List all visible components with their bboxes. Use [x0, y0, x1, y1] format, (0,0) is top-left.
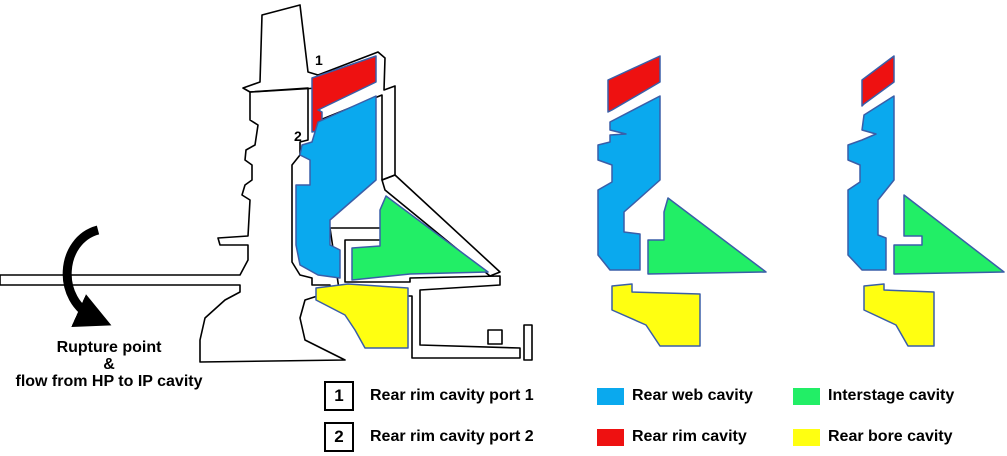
engine-cross-section [0, 4, 533, 363]
legend-web: Rear web cavity [597, 387, 753, 405]
port2-marker: 2 [294, 128, 302, 144]
middle-rim-cavity [607, 55, 661, 113]
left-bore-cavity [315, 283, 409, 349]
rupture-line-3: flow from HP to IP cavity [15, 373, 203, 390]
seal-post [523, 324, 533, 361]
turbine-blade [242, 4, 319, 93]
legend-port1: 1 Rear rim cavity port 1 [324, 381, 534, 411]
left-web-cavity [295, 95, 377, 279]
legend-bore: Rear bore cavity [793, 428, 953, 446]
rupture-caption: Rupture point & flow from HP to IP cavit… [0, 339, 218, 390]
legend-rim-swatch [597, 428, 624, 446]
right-rim-cavity [861, 55, 895, 107]
seal-box [487, 329, 503, 345]
legend-web-swatch [597, 387, 624, 405]
rupture-line-2: & [103, 356, 115, 373]
left-interstage-cavity [351, 195, 489, 281]
middle-cavities [597, 55, 767, 347]
legend-interstage-swatch [793, 387, 820, 405]
middle-interstage-cavity [647, 197, 767, 275]
rupture-arrow [62, 225, 112, 327]
rupture-line-1: Rupture point [56, 339, 162, 356]
legend-rim-label: Rear rim cavity [632, 428, 747, 445]
right-interstage-cavity [893, 194, 1005, 275]
left-rim-cavity [311, 55, 377, 133]
left-cavities [295, 55, 489, 349]
legend-port2-number: 2 [324, 422, 354, 452]
legend-interstage-label: Interstage cavity [828, 387, 955, 404]
legend-bore-swatch [793, 428, 820, 446]
legend-port1-label: Rear rim cavity port 1 [370, 387, 534, 404]
right-web-cavity [847, 95, 895, 271]
middle-bore-cavity [611, 283, 701, 347]
legend-bore-label: Rear bore cavity [828, 428, 953, 445]
legend-port2-label: Rear rim cavity port 2 [370, 428, 534, 445]
interstage-frame-lower [329, 227, 521, 359]
turbine-disc [0, 87, 346, 363]
legend-port1-number: 1 [324, 381, 354, 411]
middle-web-cavity [597, 95, 661, 271]
right-bore-cavity [863, 283, 935, 347]
legend-interstage: Interstage cavity [793, 387, 954, 405]
port1-marker: 1 [315, 52, 323, 68]
legend-rim: Rear rim cavity [597, 428, 747, 446]
right-cavities [847, 55, 1005, 347]
legend-port2: 2 Rear rim cavity port 2 [324, 422, 534, 452]
legend-web-label: Rear web cavity [632, 387, 753, 404]
interstage-frame [381, 174, 501, 277]
